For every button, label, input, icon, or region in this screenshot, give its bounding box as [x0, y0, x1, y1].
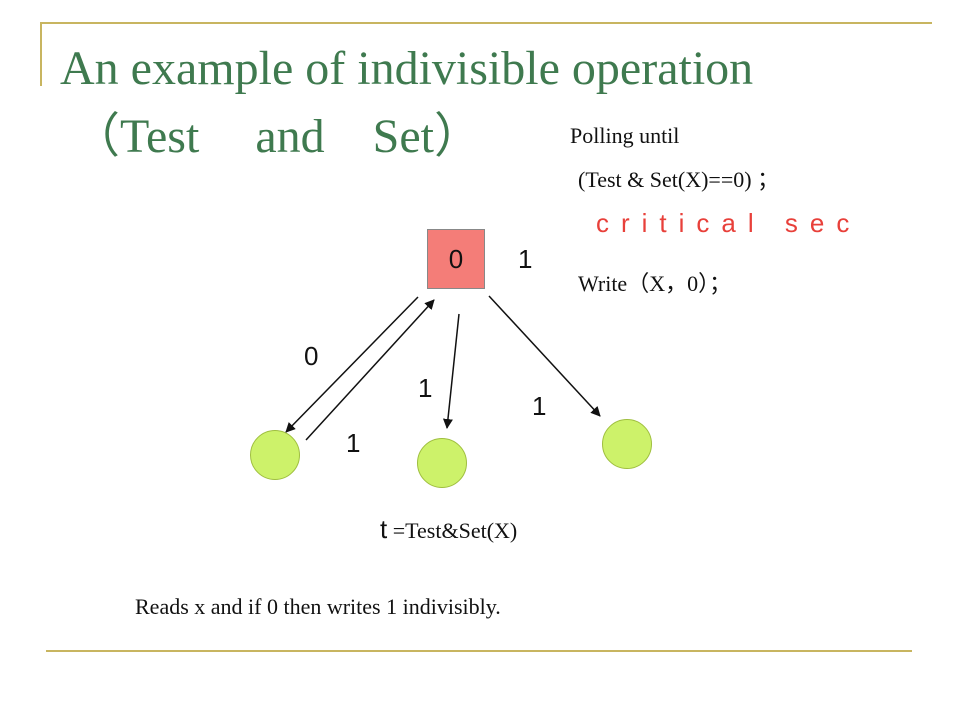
caption: Reads x and if 0 then writes 1 indivisib… — [135, 594, 501, 619]
arrow-box-to-left-node — [285, 296, 419, 433]
slide-title: An example of indivisible operation — [60, 42, 754, 95]
process-node-left — [250, 430, 300, 480]
slide-subtitle: （Test and Set） — [72, 113, 482, 161]
subtitle-word-and: and — [255, 110, 325, 163]
code-test-set-line: (Test & Set(X)==0) ； — [578, 167, 780, 192]
formula-expression: =Test&Set(X) — [387, 518, 518, 543]
arrow-box-to-middle-node — [442, 313, 460, 429]
subtitle-close-paren: ） — [433, 110, 482, 163]
arrow-box-to-right-node — [488, 295, 601, 417]
box-side-label: 1 — [518, 244, 533, 274]
code-critical-section: critical sec — [596, 208, 862, 238]
arrow-label-left-down: 0 — [304, 341, 319, 371]
subtitle-word-test: Test — [120, 110, 200, 163]
shared-variable-box: 0 — [427, 229, 485, 289]
subtitle-word-set: Set — [372, 110, 434, 163]
formula-variable: t — [380, 514, 388, 544]
code-polling-line: Polling until — [570, 123, 680, 148]
subtitle-open-paren: （ — [72, 110, 121, 163]
bottom-rule — [46, 650, 912, 652]
process-node-middle — [417, 438, 467, 488]
arrow-label-left-up: 1 — [346, 428, 361, 458]
arrow-left-node-to-box — [305, 299, 435, 441]
formula: t =Test&Set(X) — [380, 514, 517, 545]
process-node-right — [602, 419, 652, 469]
arrow-label-right: 1 — [532, 391, 547, 421]
top-rule — [40, 22, 932, 24]
shared-variable-value: 0 — [448, 243, 464, 274]
code-write-line: Write（X，0）； — [578, 271, 732, 296]
arrow-label-middle: 1 — [418, 373, 433, 403]
left-rule — [40, 22, 42, 86]
